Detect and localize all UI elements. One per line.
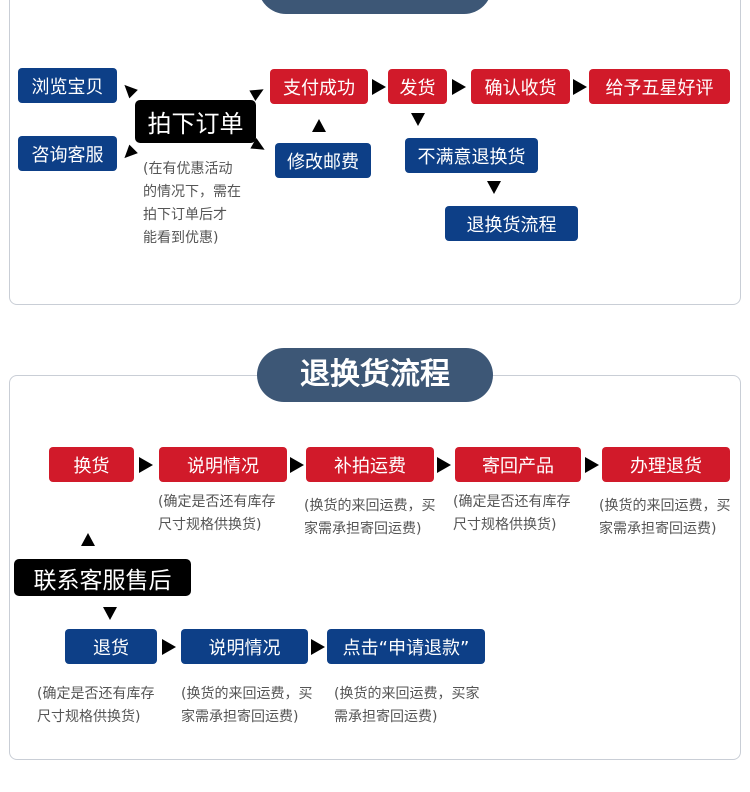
arrow-return-2 [311, 639, 325, 655]
arrow-confirm-to-review [573, 79, 587, 95]
return-note: (确定是否还有库存 尺寸规格供换货) [37, 686, 155, 725]
arrow-exchange-1 [139, 457, 153, 473]
exchange-note: (换货的来回运费，买 家需承担寄回运费) [304, 498, 436, 537]
exchange-note: (确定是否还有库存 尺寸规格供换货) [453, 494, 571, 533]
arrow-modify-to-paid [312, 119, 326, 132]
return-note: (换货的来回运费，买家 需承担寄回运费) [334, 686, 480, 725]
process-return-step: 办理退货 [602, 447, 730, 482]
arrow-return-1 [162, 639, 176, 655]
explain-situation-step: 说明情况 [159, 447, 287, 482]
order-discount-note: (在有优惠活动 的情况下，需在 拍下订单后才 能看到优惠) [143, 161, 241, 246]
place-order-step: 拍下订单 [135, 100, 256, 143]
arrow-exchange-2 [290, 457, 304, 473]
exchange-note: (换货的来回运费，买 家需承担寄回运费) [599, 498, 731, 537]
ship-step: 发货 [388, 69, 447, 104]
return-step: 退货 [65, 629, 157, 664]
arrow-paid-to-ship [372, 79, 386, 95]
arrow-contact-to-return [103, 607, 117, 620]
confirm-receipt-step: 确认收货 [471, 69, 570, 104]
return-flow-step: 退换货流程 [445, 206, 578, 241]
arrow-ship-to-confirm [452, 79, 466, 95]
arrow-exchange-4 [585, 457, 599, 473]
pay-shipping-step: 补拍运费 [306, 447, 434, 482]
apply-refund-step: 点击“申请退款” [327, 629, 485, 664]
exchange-note: (确定是否还有库存 尺寸规格供换货) [158, 494, 276, 533]
browse-step: 浏览宝贝 [18, 68, 117, 103]
return-explain-step: 说明情况 [181, 629, 308, 664]
arrow-unsatisfied-to-flow [487, 181, 501, 194]
arrow-exchange-3 [437, 457, 451, 473]
modify-postage-step: 修改邮费 [275, 143, 371, 178]
payment-success-step: 支付成功 [270, 69, 368, 104]
exchange-step: 换货 [49, 447, 134, 482]
consult-step: 咨询客服 [18, 136, 117, 171]
unsatisfied-return-step: 不满意退换货 [405, 138, 538, 173]
five-star-review-step: 给予五星好评 [589, 69, 730, 104]
arrow-ship-to-unsatisfied [411, 113, 425, 126]
send-back-product-step: 寄回产品 [455, 447, 581, 482]
shopping-flow-title: 购物流程 [258, 0, 492, 14]
return-note: (换货的来回运费，买 家需承担寄回运费) [181, 686, 313, 725]
contact-service-step: 联系客服售后 [14, 559, 191, 596]
arrow-contact-to-exchange [81, 533, 95, 546]
return-flow-title: 退换货流程 [257, 348, 493, 402]
shopping-flow-panel [9, 0, 741, 305]
